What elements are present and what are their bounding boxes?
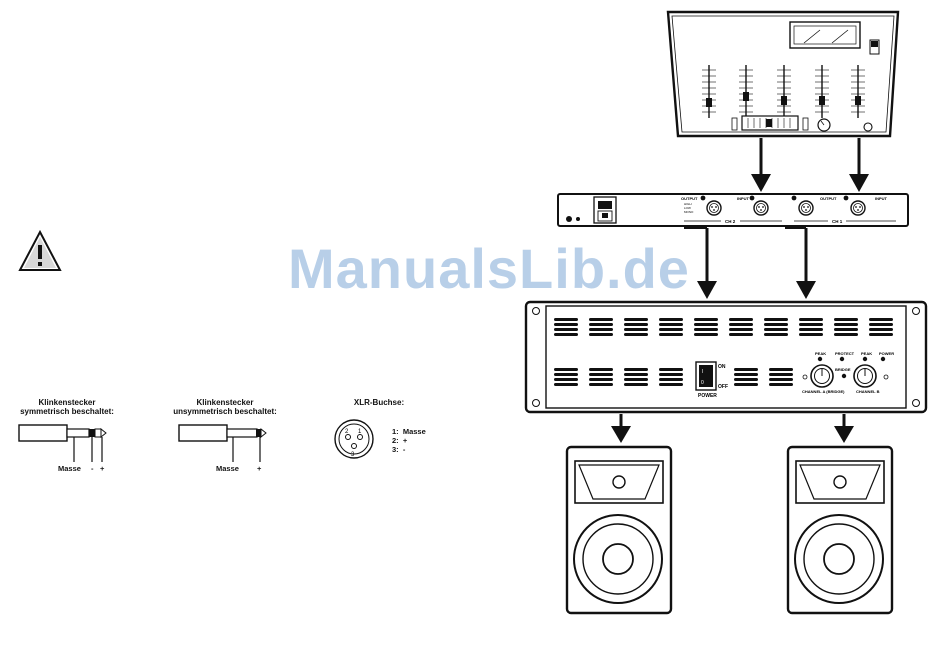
- arrow-amp-to-speaker-right: [834, 414, 854, 443]
- arrow-mixer-to-crossover-ch1: [849, 138, 869, 192]
- arrow-amp-to-speaker-left: [611, 414, 631, 443]
- arrow-mixer-to-crossover-ch2: [751, 138, 771, 192]
- arrow-crossover-to-amp-ch-b: [785, 228, 816, 299]
- arrow-crossover-to-amp-ch-a: [684, 228, 717, 299]
